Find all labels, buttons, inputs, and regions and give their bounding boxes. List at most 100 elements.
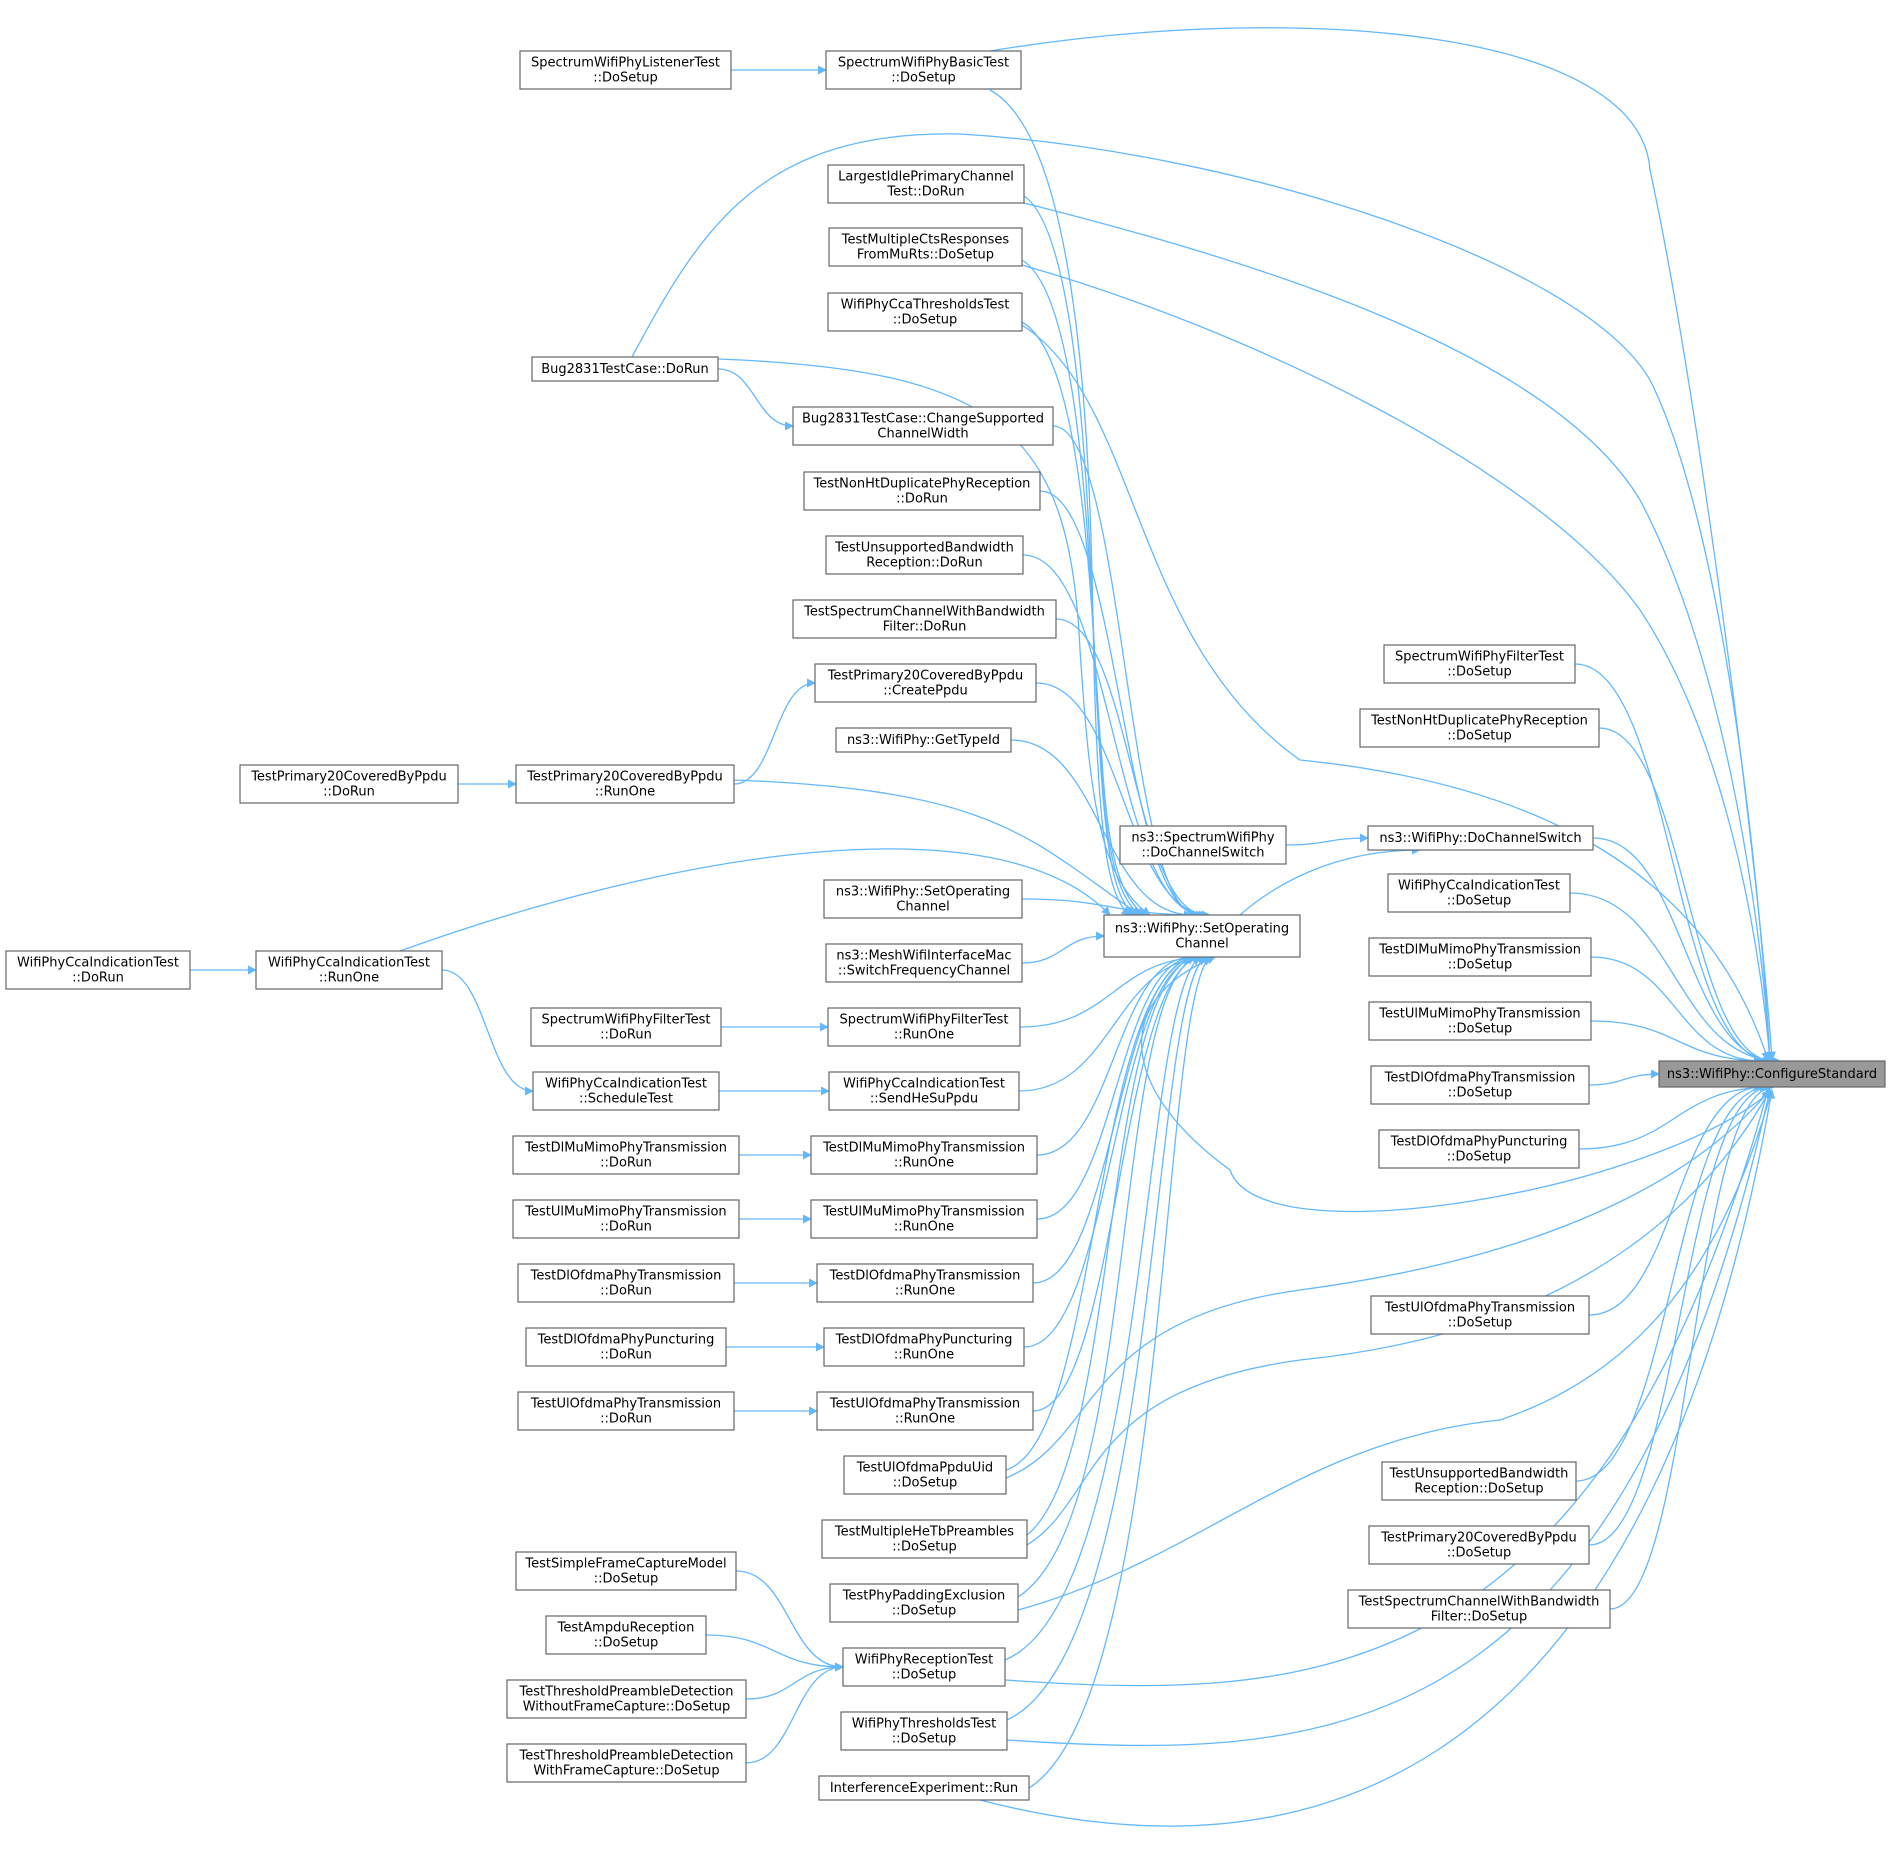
edge-r_p20-to-root [1588,1082,1772,1546]
node-label: ::DoRun [323,785,375,800]
node-box [1119,825,1287,865]
node-r_filter[interactable]: SpectrumWifiPhyFilterTest::DoSetup [1383,644,1576,684]
node-label: Filter::DoSetup [1431,1610,1528,1625]
node-punct_runone[interactable]: TestDlOfdmaPhyPuncturing::RunOne [823,1327,1025,1367]
node-label: WifiPhyThresholdsTest [852,1717,997,1732]
node-specbwrun[interactable]: TestSpectrumChannelWithBandwidthFilter::… [792,599,1057,639]
node-mesh[interactable]: ns3::MeshWifiInterfaceMac::SwitchFrequen… [825,943,1023,983]
edge-ppduuid-to-root [1005,1089,1771,1479]
node-label: TestUlMuMimoPhyTransmission [1378,1007,1580,1022]
node-simplecap[interactable]: TestSimpleFrameCaptureModel::DoSetup [515,1551,737,1591]
node-multihe[interactable]: TestMultipleHeTbPreambles::DoSetup [821,1519,1028,1559]
node-r_nonht[interactable]: TestNonHtDuplicatePhyReception::DoSetup [1359,708,1600,748]
node-ccaind_sched[interactable]: WifiPhyCcaIndicationTest::ScheduleTest [532,1071,720,1111]
node-label: ::RunOne [894,1156,954,1171]
node-label: Bug2831TestCase::DoRun [541,362,709,377]
node-label: ::DoSetup [1447,1546,1512,1561]
node-thrtest[interactable]: WifiPhyThresholdsTest::DoSetup [840,1711,1008,1751]
node-r_p20[interactable]: TestPrimary20CoveredByPpdu::DoSetup [1368,1525,1590,1565]
node-nonhtrun[interactable]: TestNonHtDuplicatePhyReception::DoRun [803,471,1041,511]
node-label: SpectrumWifiPhyFilterTest [1395,650,1564,665]
node-ulofdma_dorun[interactable]: TestUlOfdmaPhyTransmission::DoRun [517,1391,735,1431]
node-box [255,950,443,990]
node-box [814,663,1037,703]
node-label: Reception::DoRun [866,556,982,571]
node-punct_dorun[interactable]: TestDlOfdmaPhyPuncturing::DoRun [525,1327,727,1367]
node-ulmimo_runone[interactable]: TestUlMuMimoPhyTransmission::RunOne [810,1199,1038,1239]
node-r_ccaind[interactable]: WifiPhyCcaIndicationTest::DoSetup [1387,873,1571,913]
node-r_ulmimo[interactable]: TestUlMuMimoPhyTransmission::DoSetup [1368,1001,1592,1041]
node-thr_nocap[interactable]: TestThresholdPreambleDetectionWithoutFra… [506,1679,747,1719]
node-box [1367,825,1594,851]
node-r_ulofdma[interactable]: TestUlOfdmaPhyTransmission::DoSetup [1370,1295,1590,1335]
node-label: ns3::SpectrumWifiPhy [1131,831,1274,846]
node-specswitch[interactable]: ns3::SpectrumWifiPhy::DoChannelSwitch [1119,825,1287,865]
node-r_specbw[interactable]: TestSpectrumChannelWithBandwidthFilter::… [1347,1589,1611,1629]
node-ccaind_dorun[interactable]: WifiPhyCcaIndicationTest::DoRun [5,950,191,990]
node-label: SpectrumWifiPhyFilterTest [840,1013,1009,1028]
node-label: WithoutFrameCapture::DoSetup [523,1700,731,1715]
node-ppduuid[interactable]: TestUlOfdmaPpduUid::DoSetup [843,1455,1007,1495]
node-box [792,599,1057,639]
node-gettype[interactable]: ns3::WifiPhy::GetTypeId [835,727,1012,753]
node-ccaind_send[interactable]: WifiPhyCcaIndicationTest::SendHeSuPpdu [828,1071,1020,1111]
edge-specbwrun-to-setopch [1055,618,1208,920]
node-bugchange[interactable]: Bug2831TestCase::ChangeSupportedChannelW… [792,406,1054,446]
node-padding[interactable]: TestPhyPaddingExclusion::DoSetup [829,1583,1019,1623]
edge-r_dlofdma-to-root [1588,1069,1660,1086]
node-box [829,1583,1019,1623]
node-interf[interactable]: InterferenceExperiment::Run [818,1775,1030,1801]
node-bugrun[interactable]: Bug2831TestCase::DoRun [531,356,719,382]
edge-r_ulmimo-to-root [1590,1020,1766,1066]
node-ampdu[interactable]: TestAmpduReception::DoSetup [545,1615,707,1655]
node-p20create[interactable]: TestPrimary20CoveredByPpdu::CreatePpdu [814,663,1037,703]
node-r_dlmimo[interactable]: TestDlMuMimoPhyTransmission::DoSetup [1368,937,1592,977]
node-label: ::DoSetup [892,1668,957,1683]
node-dlmimo_runone[interactable]: TestDlMuMimoPhyTransmission::RunOne [810,1135,1038,1175]
node-p20dorun[interactable]: TestPrimary20CoveredByPpdu::DoRun [239,764,459,804]
node-ccathr[interactable]: WifiPhyCcaThresholdsTest::DoSetup [827,292,1023,332]
node-dlmimo_dorun[interactable]: TestDlMuMimoPhyTransmission::DoRun [512,1135,740,1175]
node-ulofdma_runone[interactable]: TestUlOfdmaPhyTransmission::RunOne [816,1391,1034,1431]
node-ccaind_runone[interactable]: WifiPhyCcaIndicationTest::RunOne [255,950,443,990]
node-ulmimo_dorun[interactable]: TestUlMuMimoPhyTransmission::DoRun [512,1199,740,1239]
edge-interf-to-root [979,1089,1776,1827]
node-root[interactable]: ns3::WifiPhy::ConfigureStandard [1658,1060,1886,1088]
node-doswitch[interactable]: ns3::WifiPhy::DoChannelSwitch [1367,825,1594,851]
node-box [517,1391,735,1431]
node-box [816,1391,1034,1431]
node-box [531,356,719,382]
edge-ulofdma_runone-to-setopch [1032,952,1205,1412]
node-p20runone[interactable]: TestPrimary20CoveredByPpdu::RunOne [515,764,735,804]
edge-ccaind_runone-to-ccaind_sched [441,969,534,1096]
node-basic[interactable]: SpectrumWifiPhyBasicTest::DoSetup [825,50,1022,90]
node-r_unsup[interactable]: TestUnsupportedBandwidthReception::DoSet… [1381,1461,1577,1501]
node-r_dlofdma[interactable]: TestDlOfdmaPhyTransmission::DoSetup [1370,1065,1590,1105]
edge-thr_nocap-to-recv [745,1662,844,1700]
node-r_punct[interactable]: TestDlOfdmaPhyPuncturing::DoSetup [1378,1129,1580,1169]
node-box [821,1519,1028,1559]
node-dlofdma_runone[interactable]: TestDlOfdmaPhyTransmission::RunOne [816,1263,1034,1303]
node-dlofdma_dorun[interactable]: TestDlOfdmaPhyTransmission::DoRun [517,1263,735,1303]
node-box [818,1775,1030,1801]
node-label: InterferenceExperiment::Run [830,1781,1018,1796]
node-box [1370,1295,1590,1335]
node-listener[interactable]: SpectrumWifiPhyListenerTest::DoSetup [519,50,732,90]
edge-dlofdma_runone-to-setopch [1032,952,1199,1284]
node-multicts[interactable]: TestMultipleCtsResponsesFromMuRts::DoSet… [828,227,1023,267]
node-filt_dorun[interactable]: SpectrumWifiPhyFilterTest::DoRun [530,1007,722,1047]
node-filt_runone[interactable]: SpectrumWifiPhyFilterTest::RunOne [827,1007,1021,1047]
node-label: ::RunOne [894,1348,954,1363]
edge-p20runone-to-setopch [733,779,1141,916]
node-label: TestPrimary20CoveredByPpdu [1380,1531,1577,1546]
node-label: TestUlMuMimoPhyTransmission [524,1205,726,1220]
node-label: SpectrumWifiPhyBasicTest [838,56,1009,71]
node-thr_cap[interactable]: TestThresholdPreambleDetectionWithFrameC… [506,1743,747,1783]
node-recv[interactable]: WifiPhyReceptionTest::DoSetup [842,1647,1006,1687]
node-label: ::DoRun [600,1156,652,1171]
